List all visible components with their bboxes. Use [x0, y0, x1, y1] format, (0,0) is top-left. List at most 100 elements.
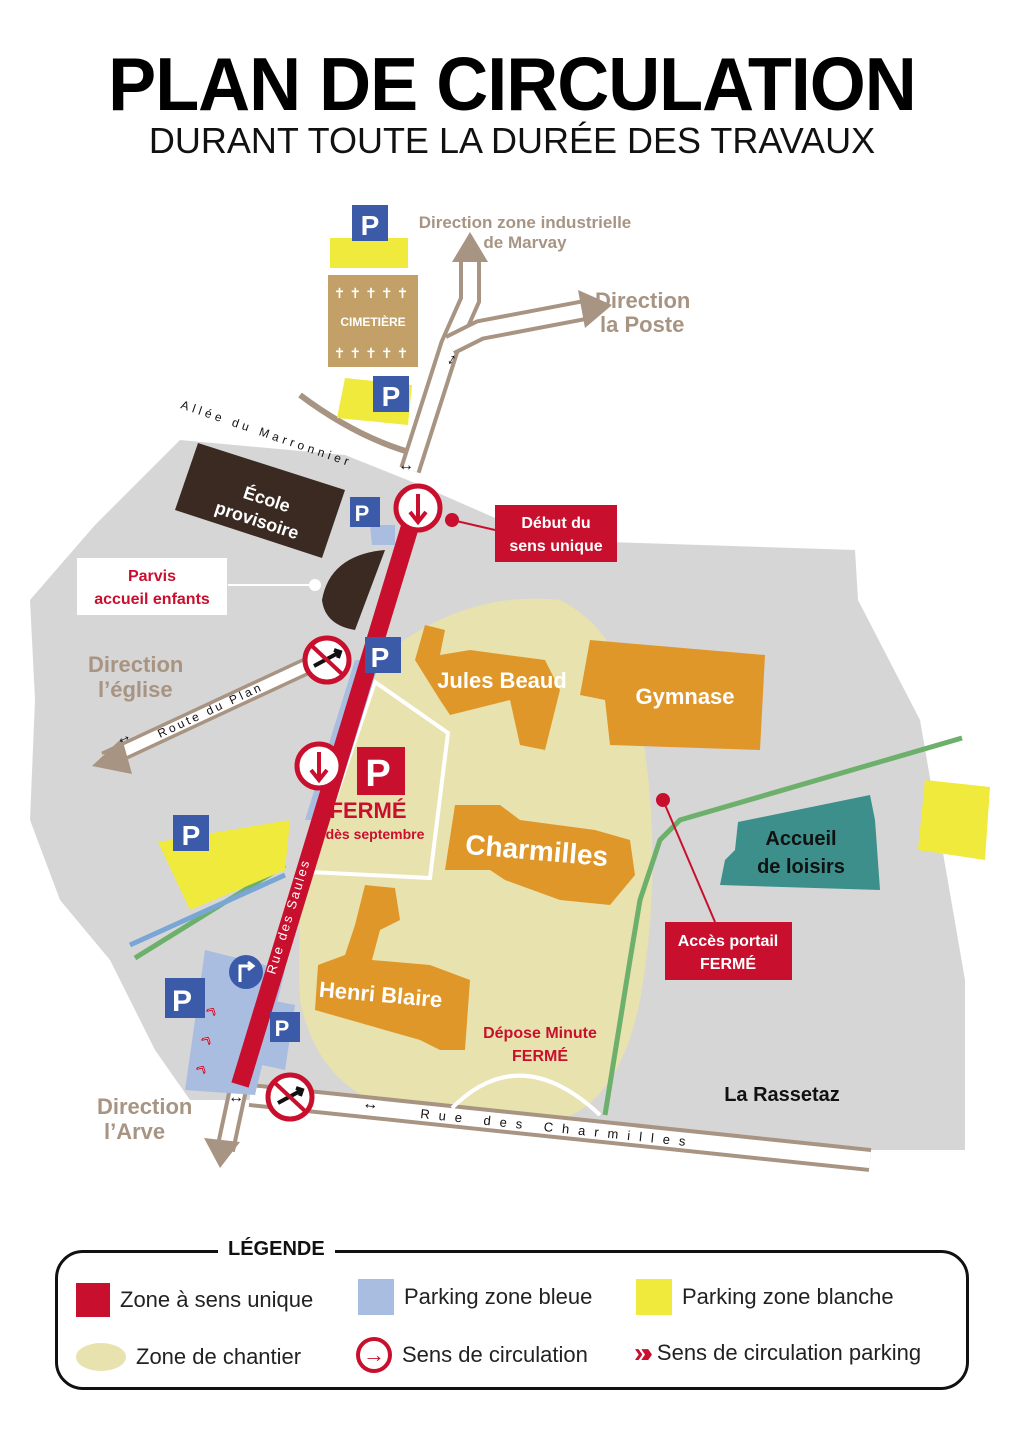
- arrow-poste: [578, 290, 612, 328]
- direction-poste-1: Direction: [595, 288, 690, 313]
- no-entry-turn-sign: [302, 635, 352, 685]
- white-zone-swatch: [636, 1279, 672, 1315]
- svg-text:P: P: [361, 210, 380, 241]
- parking-sign-disabled: P: [365, 637, 401, 673]
- legend-item-one-way: Zone à sens unique: [76, 1283, 313, 1317]
- svg-text:P: P: [382, 381, 401, 412]
- blue-strip-upper: [370, 525, 395, 545]
- circulation-arrow-icon: →: [356, 1337, 392, 1373]
- callout-line-debut: [451, 519, 496, 531]
- building-jules-beaud: [415, 625, 560, 750]
- legend-label: Sens de circulation parking: [656, 1340, 922, 1365]
- road-north-inner: [403, 255, 477, 473]
- white-parking-north: [330, 238, 408, 268]
- legend-label: Zone de chantier: [136, 1344, 302, 1369]
- label-rassetaz: La Rassetaz: [724, 1084, 840, 1106]
- legend-item-circulation: → Sens de circulation: [356, 1337, 588, 1373]
- green-path-right: [602, 735, 963, 1116]
- blue-path-left: [128, 872, 287, 948]
- parking-sign: P: [352, 205, 388, 241]
- svg-text:P: P: [172, 985, 192, 1018]
- callout-debut-1: Début du: [521, 515, 590, 532]
- legend-item-parking-circulation: »› Sens de circulation parking: [634, 1339, 921, 1367]
- building-accueil-loisirs: [720, 795, 880, 890]
- two-way-arrow-icon: ↔: [398, 457, 414, 474]
- parking-sign-disc: P: [165, 978, 205, 1018]
- legend-label: Parking zone blanche: [682, 1284, 894, 1309]
- callout-debut-2: sens unique: [509, 538, 602, 555]
- depose-minute-arc: [450, 1073, 602, 1117]
- blue-strip-lower: [185, 950, 285, 1095]
- cross-icon: ✝✝✝✝✝: [334, 345, 413, 361]
- legend: LÉGENDE Zone à sens unique Parking zone …: [55, 1238, 969, 1390]
- callout-debut: [495, 505, 617, 562]
- label-accueil-2: de loisirs: [757, 856, 845, 878]
- school-building: [175, 443, 345, 558]
- arrow-arve: [204, 1138, 240, 1168]
- svg-text:P: P: [275, 1016, 290, 1041]
- callout-acces-2: FERMÉ: [700, 954, 756, 973]
- no-entry-turn-sign: [265, 1072, 315, 1122]
- direction-industrielle-1: Direction zone industrielle: [419, 213, 632, 232]
- turn-right-sign: [229, 955, 263, 989]
- parking-sign-disc: P: [270, 1012, 300, 1042]
- callout-dot-parvis: [309, 579, 321, 591]
- legend-label: Zone à sens unique: [120, 1287, 314, 1312]
- legend-label: Parking zone bleue: [404, 1284, 593, 1309]
- callout-dot-debut: [445, 513, 459, 527]
- parvis-shape: [322, 550, 385, 630]
- arrow-industrielle: [452, 232, 488, 262]
- building-charmilles: [445, 805, 635, 905]
- parking-sign: P: [373, 376, 409, 412]
- parking-sign-closed: P: [357, 747, 405, 795]
- depose-minute-2: FERMÉ: [512, 1046, 568, 1065]
- callout-parvis: [77, 558, 227, 615]
- construction-swatch: [76, 1343, 126, 1371]
- direction-eglise-2: l’église: [98, 677, 173, 702]
- callout-parvis-1: Parvis: [128, 568, 176, 585]
- one-way-swatch: [76, 1283, 110, 1317]
- direction-eglise-1: Direction: [88, 652, 183, 677]
- callout-dot-acces: [656, 793, 670, 807]
- arrow-eglise: [92, 738, 132, 774]
- page-subtitle: DURANT TOUTE LA DURÉE DES TRAVAUX: [148, 120, 876, 161]
- callout-parvis-2: accueil enfants: [94, 591, 210, 608]
- direction-arve-1: Direction: [97, 1094, 192, 1119]
- road-plan-inner: [102, 655, 323, 765]
- direction-arve-2: l’Arve: [104, 1119, 165, 1144]
- parking-sign: P: [173, 815, 209, 851]
- label-jules-beaud: Jules Beaud: [437, 668, 567, 693]
- direction-poste-2: la Poste: [600, 312, 684, 337]
- svg-text:P: P: [182, 820, 201, 851]
- two-way-arrow-icon: ↔: [113, 726, 135, 748]
- legend-item-white: Parking zone blanche: [636, 1279, 894, 1315]
- page-title: PLAN DE CIRCULATION: [108, 43, 917, 127]
- one-way-sign: [393, 483, 443, 533]
- road-poste-inner: [446, 303, 587, 352]
- blue-zone-swatch: [358, 1279, 394, 1315]
- cemetery: [328, 275, 418, 367]
- one-way-road: [231, 507, 424, 1088]
- legend-label: Sens de circulation: [402, 1342, 588, 1367]
- svg-text:P: P: [355, 501, 370, 526]
- label-gymnase: Gymnase: [635, 684, 734, 709]
- two-way-arrow-icon: ↔: [362, 1095, 380, 1114]
- traffic-map: Rue des Saules École provisoire Jules Be…: [30, 205, 990, 1172]
- direction-industrielle-2: de Marvay: [483, 233, 567, 252]
- closed-parking-sublabel: dès septembre: [326, 826, 425, 842]
- cross-icon: ✝✝✝✝✝: [334, 285, 413, 301]
- cemetery-label: CIMETIÈRE: [340, 314, 405, 329]
- two-way-arrow-icon: ↔: [439, 348, 462, 370]
- label-accueil-1: Accueil: [765, 828, 836, 850]
- svg-text:P: P: [371, 642, 390, 673]
- callout-acces: [665, 922, 792, 980]
- legend-title: LÉGENDE: [218, 1238, 335, 1261]
- building-gymnase: [580, 640, 765, 750]
- parking-chevron-icon: »›: [634, 1337, 653, 1368]
- one-way-sign: [294, 741, 344, 791]
- parking-sign-disc: P: [350, 497, 380, 527]
- callout-line-acces: [662, 799, 716, 923]
- closed-parking-label: FERMÉ: [330, 798, 407, 823]
- white-parking-east: [918, 780, 990, 860]
- svg-text:P: P: [365, 753, 390, 795]
